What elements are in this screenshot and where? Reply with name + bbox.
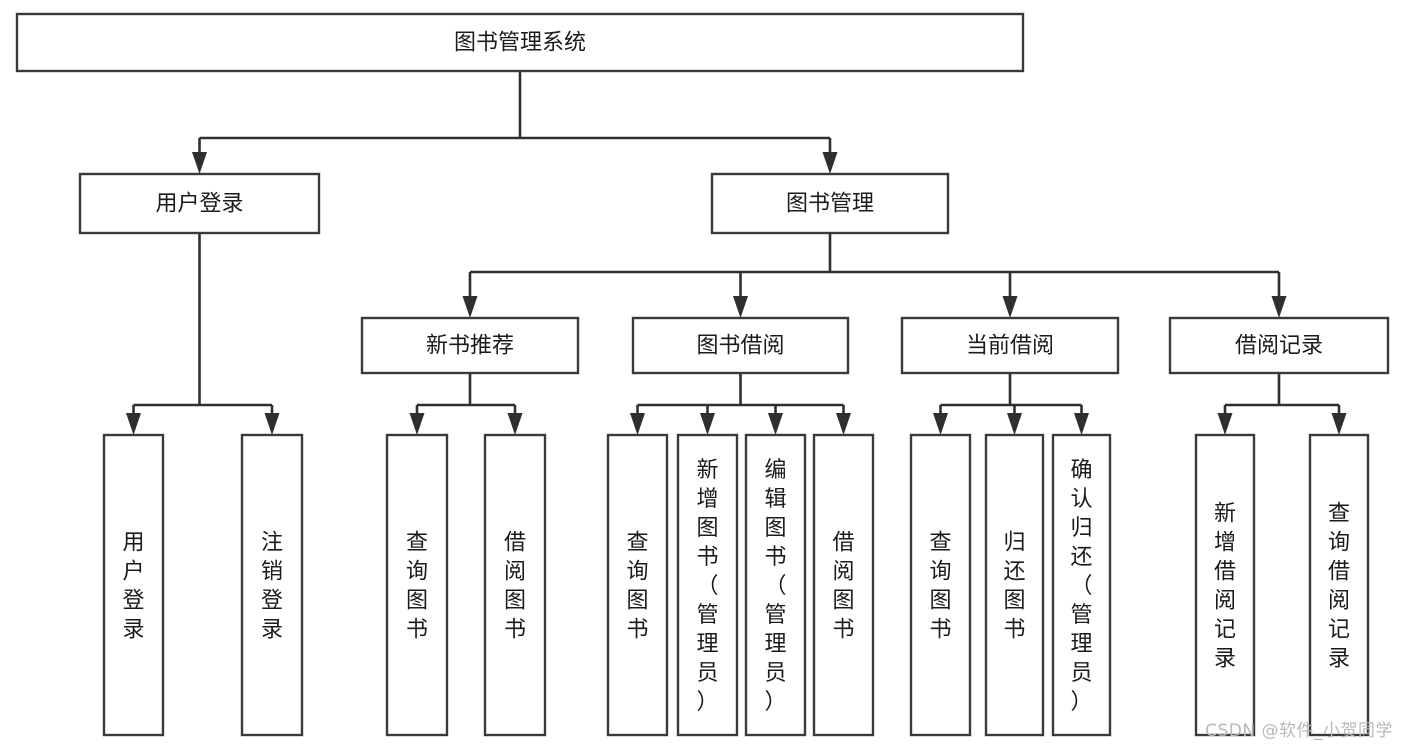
node-box-current-borrow[interactable] xyxy=(900,316,1120,375)
connector-group-borrow-record xyxy=(1217,373,1347,435)
node-leaf-add-borrow-record[interactable]: 新增借阅记录 xyxy=(1194,433,1256,737)
node-label-current-borrow: 当前借阅 xyxy=(966,334,1054,359)
node-leaf-query-borrow-record[interactable]: 查询借阅记录 xyxy=(1308,433,1370,737)
node-label-leaf-query-borrow-record: 查询借阅记录 xyxy=(1328,502,1350,672)
node-leaf-borrow-book-2[interactable]: 借阅图书 xyxy=(812,433,875,737)
node-label-leaf-query-book-1: 查询图书 xyxy=(406,531,428,643)
node-book-borrow[interactable]: 图书借阅 xyxy=(631,316,850,375)
connector-group-root xyxy=(192,71,838,174)
connector-group-book-manage xyxy=(462,233,1287,318)
node-box-book-manage[interactable] xyxy=(710,172,950,235)
node-box-leaf-query-book-2[interactable] xyxy=(606,433,669,737)
node-leaf-query-book-2[interactable]: 查询图书 xyxy=(606,433,669,737)
node-current-borrow[interactable]: 当前借阅 xyxy=(900,316,1120,375)
node-leaf-query-book-3[interactable]: 查询图书 xyxy=(909,433,972,737)
node-label-user-login: 用户登录 xyxy=(155,192,243,217)
node-leaf-return-book[interactable]: 归还图书 xyxy=(984,433,1045,737)
node-root[interactable]: 图书管理系统 xyxy=(15,12,1025,73)
node-layer: 图书管理系统用户登录图书管理新书推荐图书借阅当前借阅借阅记录用户登录注销登录查询… xyxy=(15,12,1390,737)
node-box-borrow-record[interactable] xyxy=(1168,316,1390,375)
node-box-user-login[interactable] xyxy=(78,172,321,235)
node-box-root[interactable] xyxy=(15,12,1025,73)
node-box-new-book-recommend[interactable] xyxy=(360,316,580,375)
connector-group-current-borrow xyxy=(933,373,1089,435)
node-label-leaf-query-book-3: 查询图书 xyxy=(929,531,951,643)
node-leaf-query-book-1[interactable]: 查询图书 xyxy=(385,433,449,737)
csdn-watermark: CSDN @软件_小贺同学 xyxy=(1205,721,1393,741)
node-label-leaf-query-book-2: 查询图书 xyxy=(626,531,648,643)
node-book-manage[interactable]: 图书管理 xyxy=(710,172,950,235)
node-label-leaf-borrow-book-1: 借阅图书 xyxy=(504,531,526,643)
node-label-new-book-recommend: 新书推荐 xyxy=(426,334,514,359)
node-label-book-manage: 图书管理 xyxy=(786,192,874,217)
node-label-leaf-add-book: 新增图书（管理员） xyxy=(696,458,718,715)
node-box-leaf-add-borrow-record[interactable] xyxy=(1194,433,1256,737)
node-label-leaf-edit-book: 编辑图书（管理员） xyxy=(764,458,786,715)
node-label-leaf-borrow-book-2: 借阅图书 xyxy=(832,531,854,643)
node-borrow-record[interactable]: 借阅记录 xyxy=(1168,316,1390,375)
node-label-leaf-return-book: 归还图书 xyxy=(1003,531,1025,643)
node-box-leaf-query-borrow-record[interactable] xyxy=(1308,433,1370,737)
node-leaf-add-book[interactable]: 新增图书（管理员） xyxy=(676,433,739,737)
connector-group-user-login xyxy=(126,233,280,435)
node-box-leaf-user-login[interactable] xyxy=(102,433,165,737)
node-box-leaf-return-book[interactable] xyxy=(984,433,1045,737)
node-leaf-user-login[interactable]: 用户登录 xyxy=(102,433,165,737)
node-leaf-edit-book[interactable]: 编辑图书（管理员） xyxy=(744,433,807,737)
node-label-leaf-user-logout: 注销登录 xyxy=(261,531,283,643)
node-user-login[interactable]: 用户登录 xyxy=(78,172,321,235)
node-label-leaf-user-login: 用户登录 xyxy=(122,531,144,643)
node-box-leaf-edit-book[interactable] xyxy=(744,433,807,737)
node-label-borrow-record: 借阅记录 xyxy=(1235,334,1323,359)
connector-layer xyxy=(126,71,1347,435)
connector-group-book-borrow xyxy=(630,373,851,435)
node-leaf-user-logout[interactable]: 注销登录 xyxy=(240,433,304,737)
node-box-book-borrow[interactable] xyxy=(631,316,850,375)
node-leaf-confirm-return[interactable]: 确认归还（管理员） xyxy=(1051,433,1112,737)
node-box-leaf-user-logout[interactable] xyxy=(240,433,304,737)
connector-group-new-book-recommend xyxy=(409,373,523,435)
node-box-leaf-confirm-return[interactable] xyxy=(1051,433,1112,737)
node-new-book-recommend[interactable]: 新书推荐 xyxy=(360,316,580,375)
node-label-root: 图书管理系统 xyxy=(454,31,586,56)
node-label-leaf-confirm-return: 确认归还（管理员） xyxy=(1070,458,1092,715)
node-box-leaf-add-book[interactable] xyxy=(676,433,739,737)
node-box-leaf-borrow-book-1[interactable] xyxy=(483,433,547,737)
node-box-leaf-query-book-3[interactable] xyxy=(909,433,972,737)
node-label-book-borrow: 图书借阅 xyxy=(696,334,784,359)
node-box-leaf-query-book-1[interactable] xyxy=(385,433,449,737)
node-box-leaf-borrow-book-2[interactable] xyxy=(812,433,875,737)
node-leaf-borrow-book-1[interactable]: 借阅图书 xyxy=(483,433,547,737)
node-label-leaf-add-borrow-record: 新增借阅记录 xyxy=(1214,502,1236,672)
